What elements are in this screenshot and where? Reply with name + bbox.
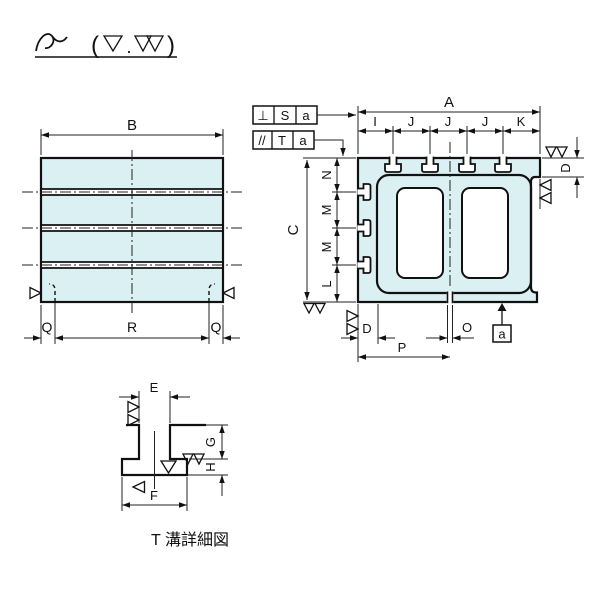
bottom-center-slot <box>446 291 454 343</box>
finish-triangle-icon <box>181 453 195 466</box>
gdt-tolerance-T: T <box>278 133 286 148</box>
finish-triangle-icon <box>538 178 552 192</box>
side-tslots <box>357 183 372 274</box>
wave-symbol-icon <box>35 33 68 52</box>
dim-label-A: A <box>444 94 454 111</box>
front-view: B Q R Q <box>22 117 242 344</box>
dim-label-J1: J <box>408 114 415 129</box>
finish-triangle-icon <box>127 400 141 414</box>
finish-triangle-left-icon <box>29 286 43 300</box>
dim-label-D-flange: D <box>558 163 573 172</box>
dim-G-H: G H <box>188 424 228 496</box>
section-body <box>356 156 542 304</box>
top-tslots <box>384 156 512 173</box>
dim-label-Q-right: Q <box>211 319 222 335</box>
dim-label-H: H <box>203 462 218 471</box>
finish-double-triangle-top-icon <box>544 146 558 159</box>
dim-label-J2: J <box>445 114 452 129</box>
finish-triangle-icon <box>192 453 206 466</box>
dim-label-F: F <box>150 488 158 503</box>
datum-symbol-a: a <box>492 303 512 343</box>
dim-label-P: P <box>398 340 407 355</box>
finish-triangle-icon <box>159 460 178 475</box>
finish-triangle-icon <box>127 413 141 427</box>
dim-label-L: L <box>319 280 334 287</box>
gdt-symbol-perpendicular: ⊥ <box>257 108 268 123</box>
section-view: A I J J J K C <box>252 94 584 362</box>
dim-E: E <box>119 380 190 423</box>
detail-caption: T 溝詳細図 <box>151 531 229 549</box>
dim-F: F <box>121 477 188 511</box>
finish-right-face <box>538 178 552 209</box>
datum-triangle-icon <box>497 303 507 311</box>
note-open-paren: ( <box>91 32 99 59</box>
dim-label-G: G <box>203 437 218 447</box>
detail-finish-marks <box>127 400 206 494</box>
dim-label-M1: M <box>319 205 334 216</box>
hidden-slot-right <box>208 283 216 302</box>
dim-D-flange: D <box>542 137 584 198</box>
dim-label-J3: J <box>482 114 489 129</box>
finish-triangle-icon <box>131 480 146 494</box>
finish-bottom-face <box>302 302 327 315</box>
dim-C: C <box>285 157 356 303</box>
dim-label-E: E <box>150 380 159 395</box>
datum-label: a <box>498 327 506 342</box>
dim-pitch-top: I J J J K <box>358 114 540 154</box>
dim-B: B <box>40 117 224 155</box>
hidden-slot-left <box>48 283 56 302</box>
window-left <box>396 187 444 279</box>
tolerance-frame-parallelism: // T a <box>252 130 346 156</box>
gdt-symbol-parallel: // <box>258 133 266 148</box>
finish-double-triangle-top-icon <box>555 146 569 159</box>
finish-left-face <box>346 304 360 362</box>
dim-label-O: O <box>462 320 472 335</box>
dim-A: A <box>357 94 541 154</box>
dim-P: P <box>358 340 450 360</box>
dim-pitch-side: N M M L <box>319 158 356 302</box>
finish-triangle-icon <box>313 302 327 315</box>
dim-label-N: N <box>319 170 334 179</box>
dim-label-D-wall: D <box>362 321 371 336</box>
dim-label-R: R <box>127 319 137 335</box>
finish-triangle-right-icon <box>221 286 235 300</box>
finish-triangle-icon <box>346 309 360 323</box>
finish-triangle-icon <box>302 302 316 315</box>
tslot-profile <box>120 423 206 477</box>
finish-triangle-icon <box>538 191 552 205</box>
dim-label-K: K <box>517 114 526 129</box>
dim-O: O <box>426 320 474 341</box>
tolerance-frame-perpendicularity: ⊥ S a <box>252 105 356 125</box>
gdt-tolerance-S: S <box>281 108 290 123</box>
note-separator: . <box>126 37 131 57</box>
window-right <box>461 187 509 279</box>
gdt-datum-ref: a <box>299 133 307 148</box>
gdt-datum-ref: a <box>302 108 310 123</box>
dim-D-wall: D <box>341 304 395 344</box>
finish-triangle-icon <box>346 322 360 336</box>
cavity-outline <box>375 173 533 295</box>
dim-label-Q-left: Q <box>42 319 53 335</box>
dim-QRQ: Q R Q <box>24 303 240 344</box>
dim-label-I: I <box>373 114 377 129</box>
double-triangle-finish-icon <box>133 35 153 53</box>
note-close-paren: ) <box>167 32 175 59</box>
tslot-detail-view: E G H F T 溝詳細図 <box>119 380 229 549</box>
surface-finish-note: ( . ) <box>35 32 177 59</box>
dim-label-M2: M <box>319 242 334 253</box>
dim-label-C: C <box>285 224 302 235</box>
triangle-finish-icon <box>102 35 124 53</box>
dim-label-B: B <box>127 117 137 134</box>
double-triangle-finish-icon <box>145 35 165 53</box>
